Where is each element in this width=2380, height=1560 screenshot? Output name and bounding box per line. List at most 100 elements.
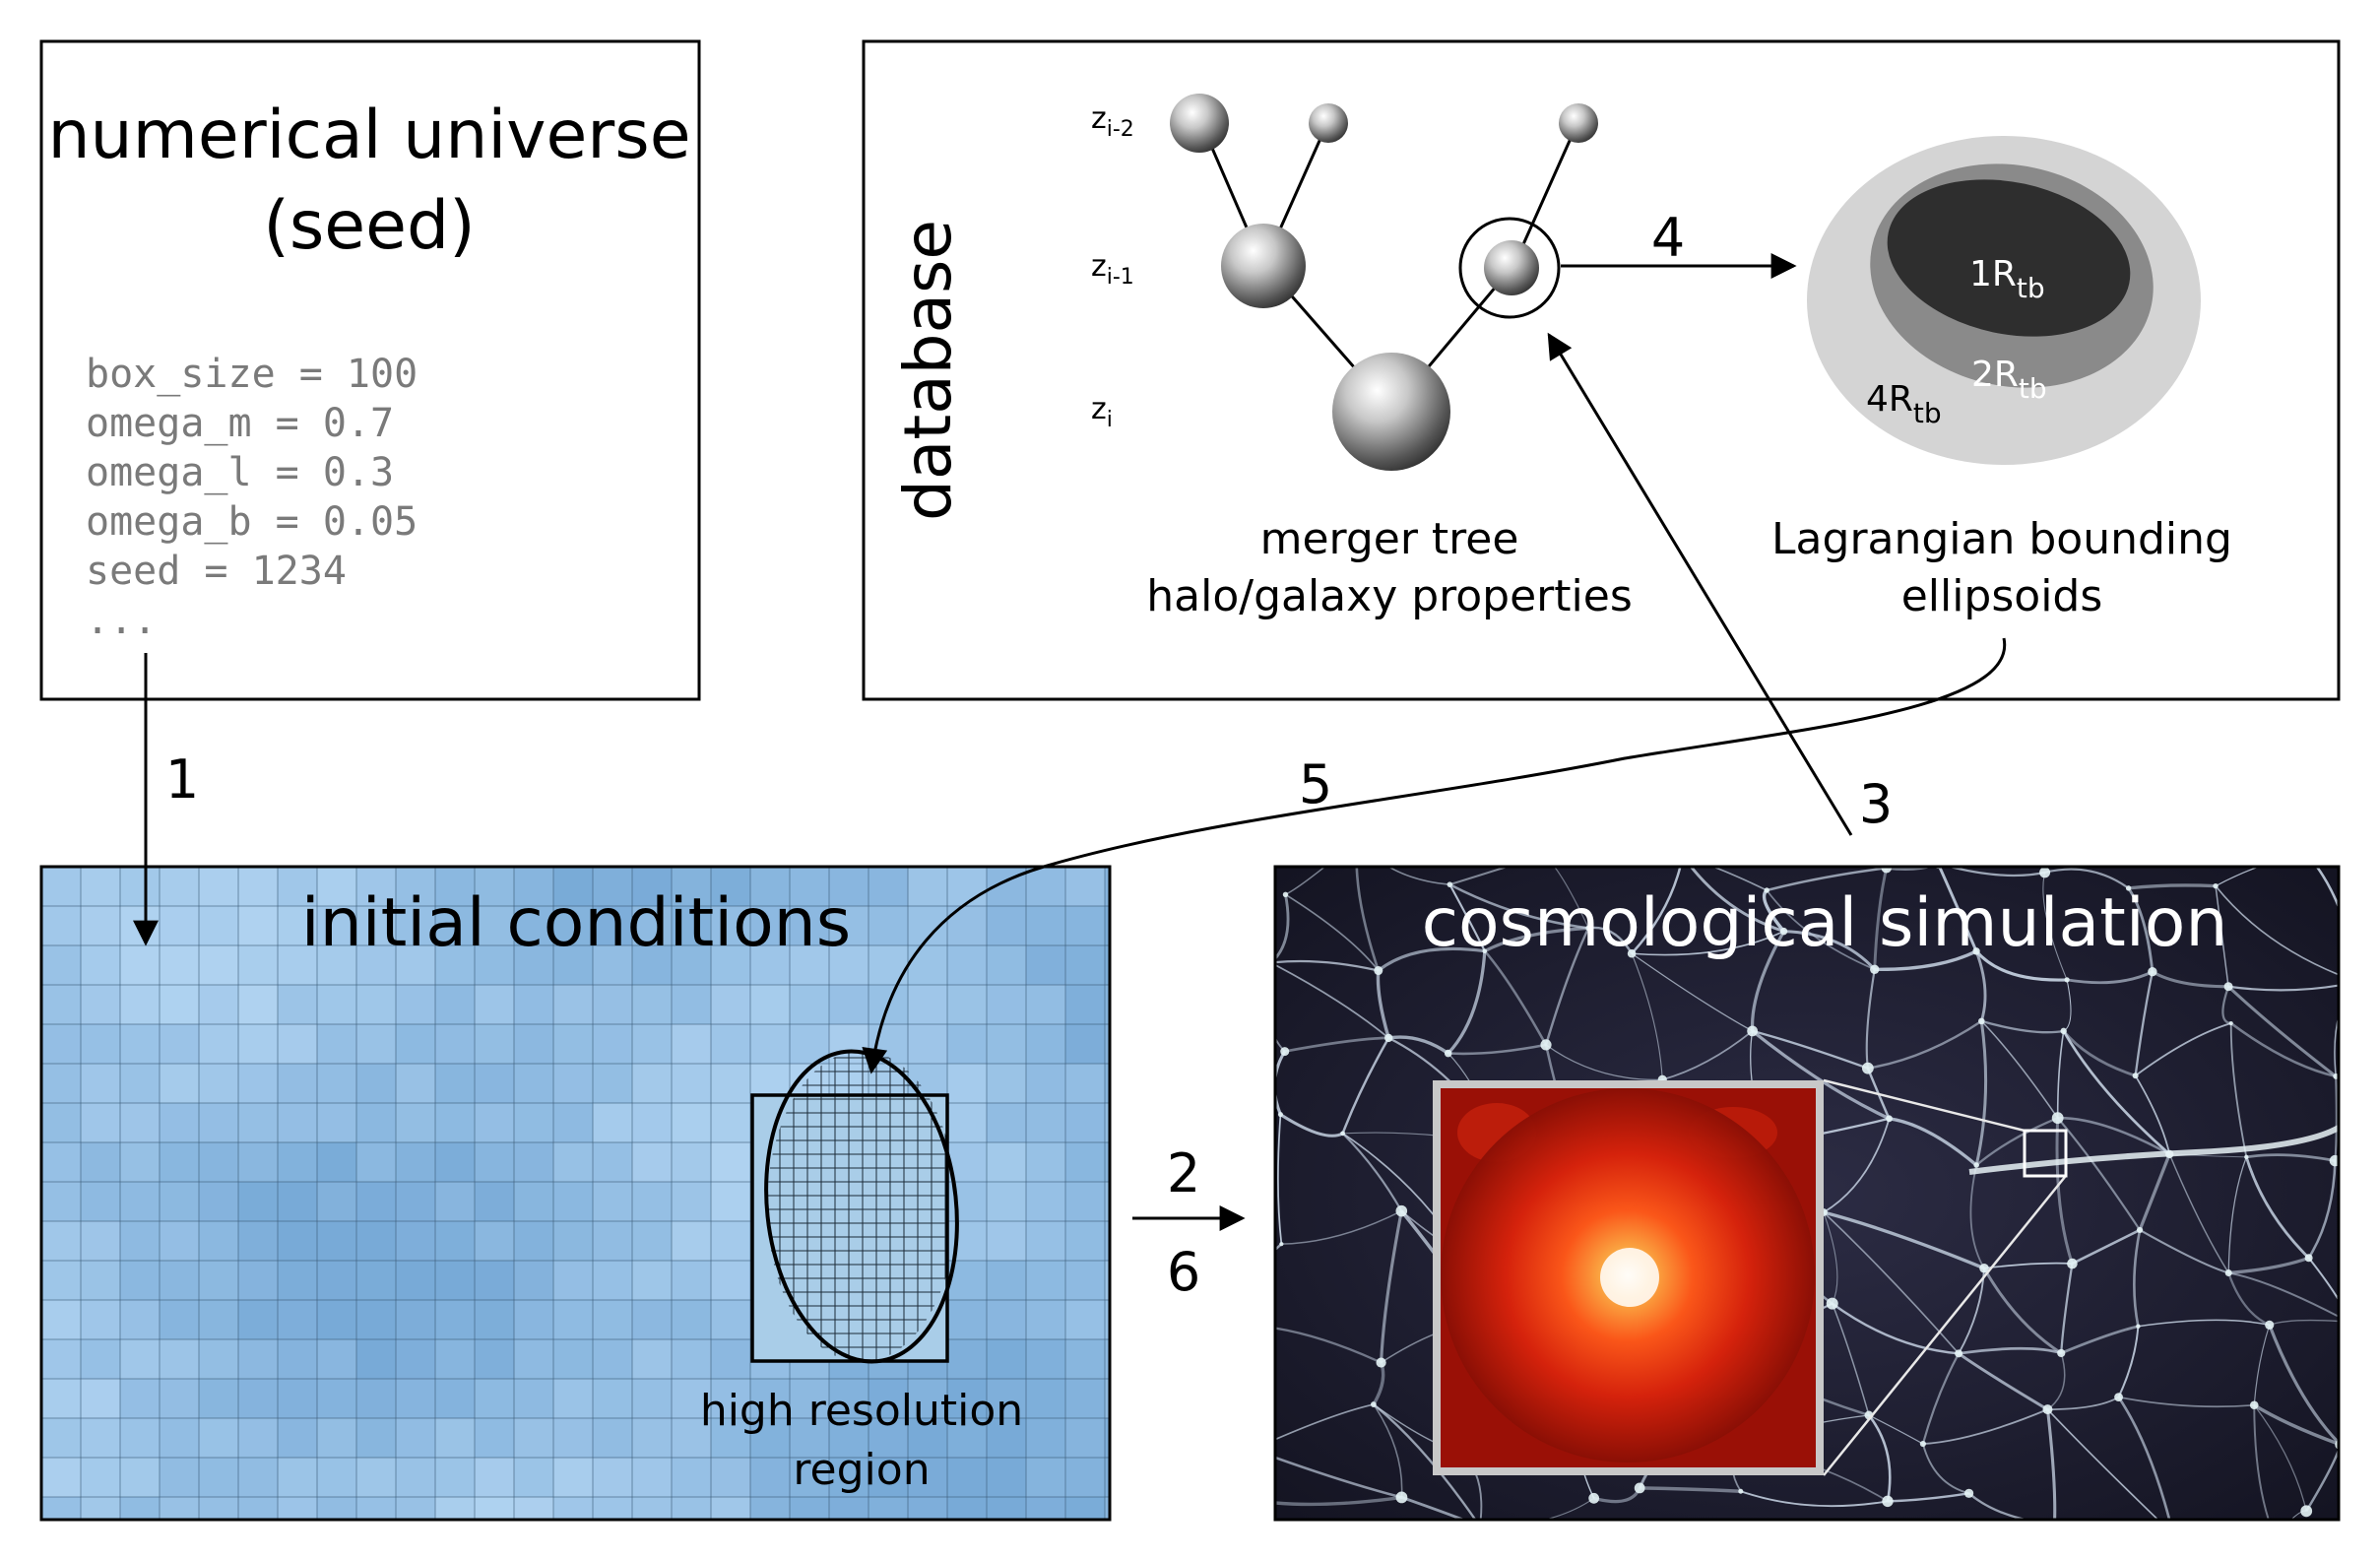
ic-cell <box>435 1103 475 1142</box>
redshift-label-zi-1: zi-1 <box>1091 249 1134 290</box>
cosmic-web-filament <box>1341 1133 1403 1212</box>
cosmic-web-filament <box>1975 1117 2059 1166</box>
ic-cell <box>750 1379 790 1418</box>
ic-cell <box>987 1024 1026 1064</box>
ic-cell <box>553 867 593 906</box>
cosmic-web-filament <box>2229 1021 2337 1078</box>
ic-cell <box>632 945 672 985</box>
cosmic-web-filament <box>1823 1211 1838 1304</box>
ic-cell <box>317 1497 356 1520</box>
ic-cell <box>514 1339 553 1379</box>
ic-cell <box>514 906 553 945</box>
ic-cell <box>396 867 435 906</box>
ic-cell <box>1105 1458 1110 1497</box>
ic-cell <box>435 867 475 906</box>
ic-cell <box>278 1339 317 1379</box>
ic-cell <box>238 985 278 1024</box>
cosmic-web-node <box>2169 1530 2177 1538</box>
ic-cell <box>41 1300 81 1339</box>
ic-cell <box>238 1142 278 1182</box>
redshift-label-zi-2: zi-2 <box>1091 101 1134 142</box>
cosmic-web-filament <box>1631 953 1663 1080</box>
ic-cell <box>396 1103 435 1142</box>
redshift-label-zi: zi <box>1091 392 1113 432</box>
workflow-arrows <box>133 253 2007 1231</box>
ic-cell <box>1026 1103 1065 1142</box>
ic-cell <box>475 1418 514 1458</box>
cosmic-web-filament <box>2047 1352 2066 1410</box>
ic-cell <box>81 1458 120 1497</box>
cosmic-web-node <box>1279 1242 1284 1247</box>
zoom-line-top <box>1823 1078 2026 1133</box>
ic-cell <box>199 1221 238 1261</box>
ellipsoid-label-1rtb: 1Rtb <box>1969 254 2045 304</box>
ic-cell <box>356 1142 396 1182</box>
ic-cell <box>81 1142 120 1182</box>
ic-cell <box>1105 1339 1110 1379</box>
ic-cell <box>41 1182 81 1221</box>
ic-cell <box>278 1142 317 1182</box>
ic-cell <box>672 1142 711 1182</box>
ic-cell <box>356 1379 396 1418</box>
cosmic-web-filament <box>1277 1114 1283 1245</box>
cosmic-web-filament <box>1377 946 1486 972</box>
cosmic-web-filament <box>2229 1023 2248 1158</box>
ic-cell <box>987 1182 1026 1221</box>
ic-cell <box>120 1300 160 1339</box>
ic-cell <box>1026 1261 1065 1300</box>
cosmic-web-node <box>1476 1523 1484 1530</box>
ic-cell <box>947 1024 987 1064</box>
ic-cell <box>553 1064 593 1103</box>
cosmic-web-node <box>1376 1357 1386 1368</box>
cosmic-web-filament <box>1279 1113 1344 1138</box>
cosmic-web-filament <box>1448 883 1589 930</box>
cosmic-web-main-filament <box>1968 1125 2339 1175</box>
step-label-3: 3 <box>1859 773 1893 835</box>
cosmic-web-filament <box>2228 1271 2339 1318</box>
ic-cell <box>356 945 396 985</box>
ic-cell <box>396 1142 435 1182</box>
ic-cell <box>1105 1142 1110 1182</box>
ic-cell <box>278 1221 317 1261</box>
ic-cell <box>1065 1418 1105 1458</box>
cosmic-web-filament <box>2046 1408 2159 1520</box>
inset-halo-core <box>1600 1248 1659 1307</box>
ic-cell <box>160 1064 199 1103</box>
cosmic-web-node <box>2329 1154 2339 1167</box>
ic-cell <box>514 1103 553 1142</box>
cosmic-web-node <box>2244 1154 2249 1160</box>
ic-cell <box>41 867 81 906</box>
cosmic-web-filament <box>1967 1492 2031 1520</box>
ic-cell <box>711 906 750 945</box>
ic-cell <box>987 1300 1026 1339</box>
ic-cell <box>435 1339 475 1379</box>
ic-cell <box>120 1379 160 1418</box>
cosmic-web-filament <box>2057 1116 2170 1156</box>
ic-cell <box>632 985 672 1024</box>
seed-param-line: omega_l = 0.3 <box>86 450 394 495</box>
ic-cell <box>1065 1497 1105 1520</box>
ic-cell <box>790 1379 829 1418</box>
cosmic-web-node <box>2345 1318 2353 1327</box>
ic-cell <box>435 1182 475 1221</box>
cosmic-web-filament <box>1974 949 2068 982</box>
ic-cell <box>711 1339 750 1379</box>
cosmic-web-node <box>1881 867 1892 874</box>
ic-cell <box>908 1458 947 1497</box>
ic-cell <box>238 1497 278 1520</box>
ic-cell <box>278 1182 317 1221</box>
ic-cell <box>947 1064 987 1103</box>
hires-region-box <box>750 1093 949 1363</box>
cosmic-web-filament <box>2215 885 2339 976</box>
ellipsoid-caption-line1: Lagrangian bounding <box>1771 514 2232 564</box>
ic-cell <box>238 1221 278 1261</box>
ic-cell <box>475 1458 514 1497</box>
cosmic-web-filament <box>1275 1456 1402 1499</box>
cosmic-web-node <box>1627 948 1637 958</box>
ic-cell <box>672 1103 711 1142</box>
cosmic-web-filament <box>1873 868 1889 970</box>
cosmic-web-node <box>1738 1488 1744 1494</box>
ic-cell <box>987 1064 1026 1103</box>
ic-cell <box>711 1379 750 1418</box>
ic-cell <box>829 1458 868 1497</box>
